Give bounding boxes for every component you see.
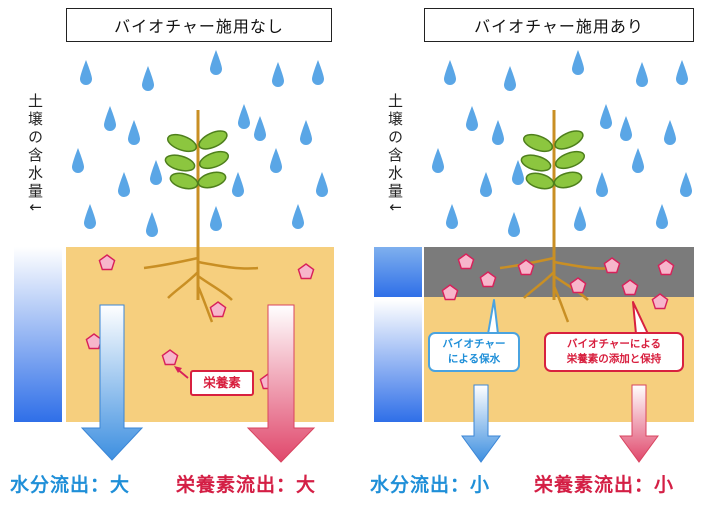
- right-water-outflow: 水分流出：小: [370, 474, 491, 496]
- nutrient-label: 栄養素: [190, 370, 254, 396]
- left-water-arrow: [80, 304, 144, 461]
- water-callout-line-1: バイオチャー: [442, 338, 506, 350]
- right-water-arrow: [461, 384, 501, 463]
- left-nutrient-outflow: 栄養素流出：大: [176, 474, 317, 496]
- left-water-outflow: 水分流出：大: [10, 474, 131, 496]
- right-nutrient-outflow: 栄養素流出：小: [534, 474, 675, 496]
- water-callout-line-2: による保水: [447, 353, 501, 365]
- right-water-gauge-top: [374, 247, 422, 297]
- water-retention-callout: バイオチャー による保水: [428, 332, 520, 372]
- left-panel-title: バイオチャー施用なし: [66, 8, 332, 42]
- right-panel-title: バイオチャー施用あり: [424, 8, 694, 42]
- left-nutrient-arrow: [246, 304, 316, 463]
- right-water-content-label: 土壌の含水量↓: [386, 93, 404, 217]
- right-nutrient-arrow: [619, 384, 659, 463]
- nutrient-callout-line-1: バイオチャーによる: [566, 338, 662, 350]
- left-water-content-label: 土壌の含水量↓: [26, 93, 44, 217]
- right-plant: [499, 110, 615, 323]
- left-water-gauge: [14, 247, 62, 422]
- nutrient-callout-line-2: 栄養素の添加と保持: [566, 353, 662, 365]
- right-water-gauge: [374, 300, 422, 422]
- left-plant: [143, 110, 259, 323]
- nutrient-retention-callout: バイオチャーによる 栄養素の添加と保持: [544, 332, 684, 372]
